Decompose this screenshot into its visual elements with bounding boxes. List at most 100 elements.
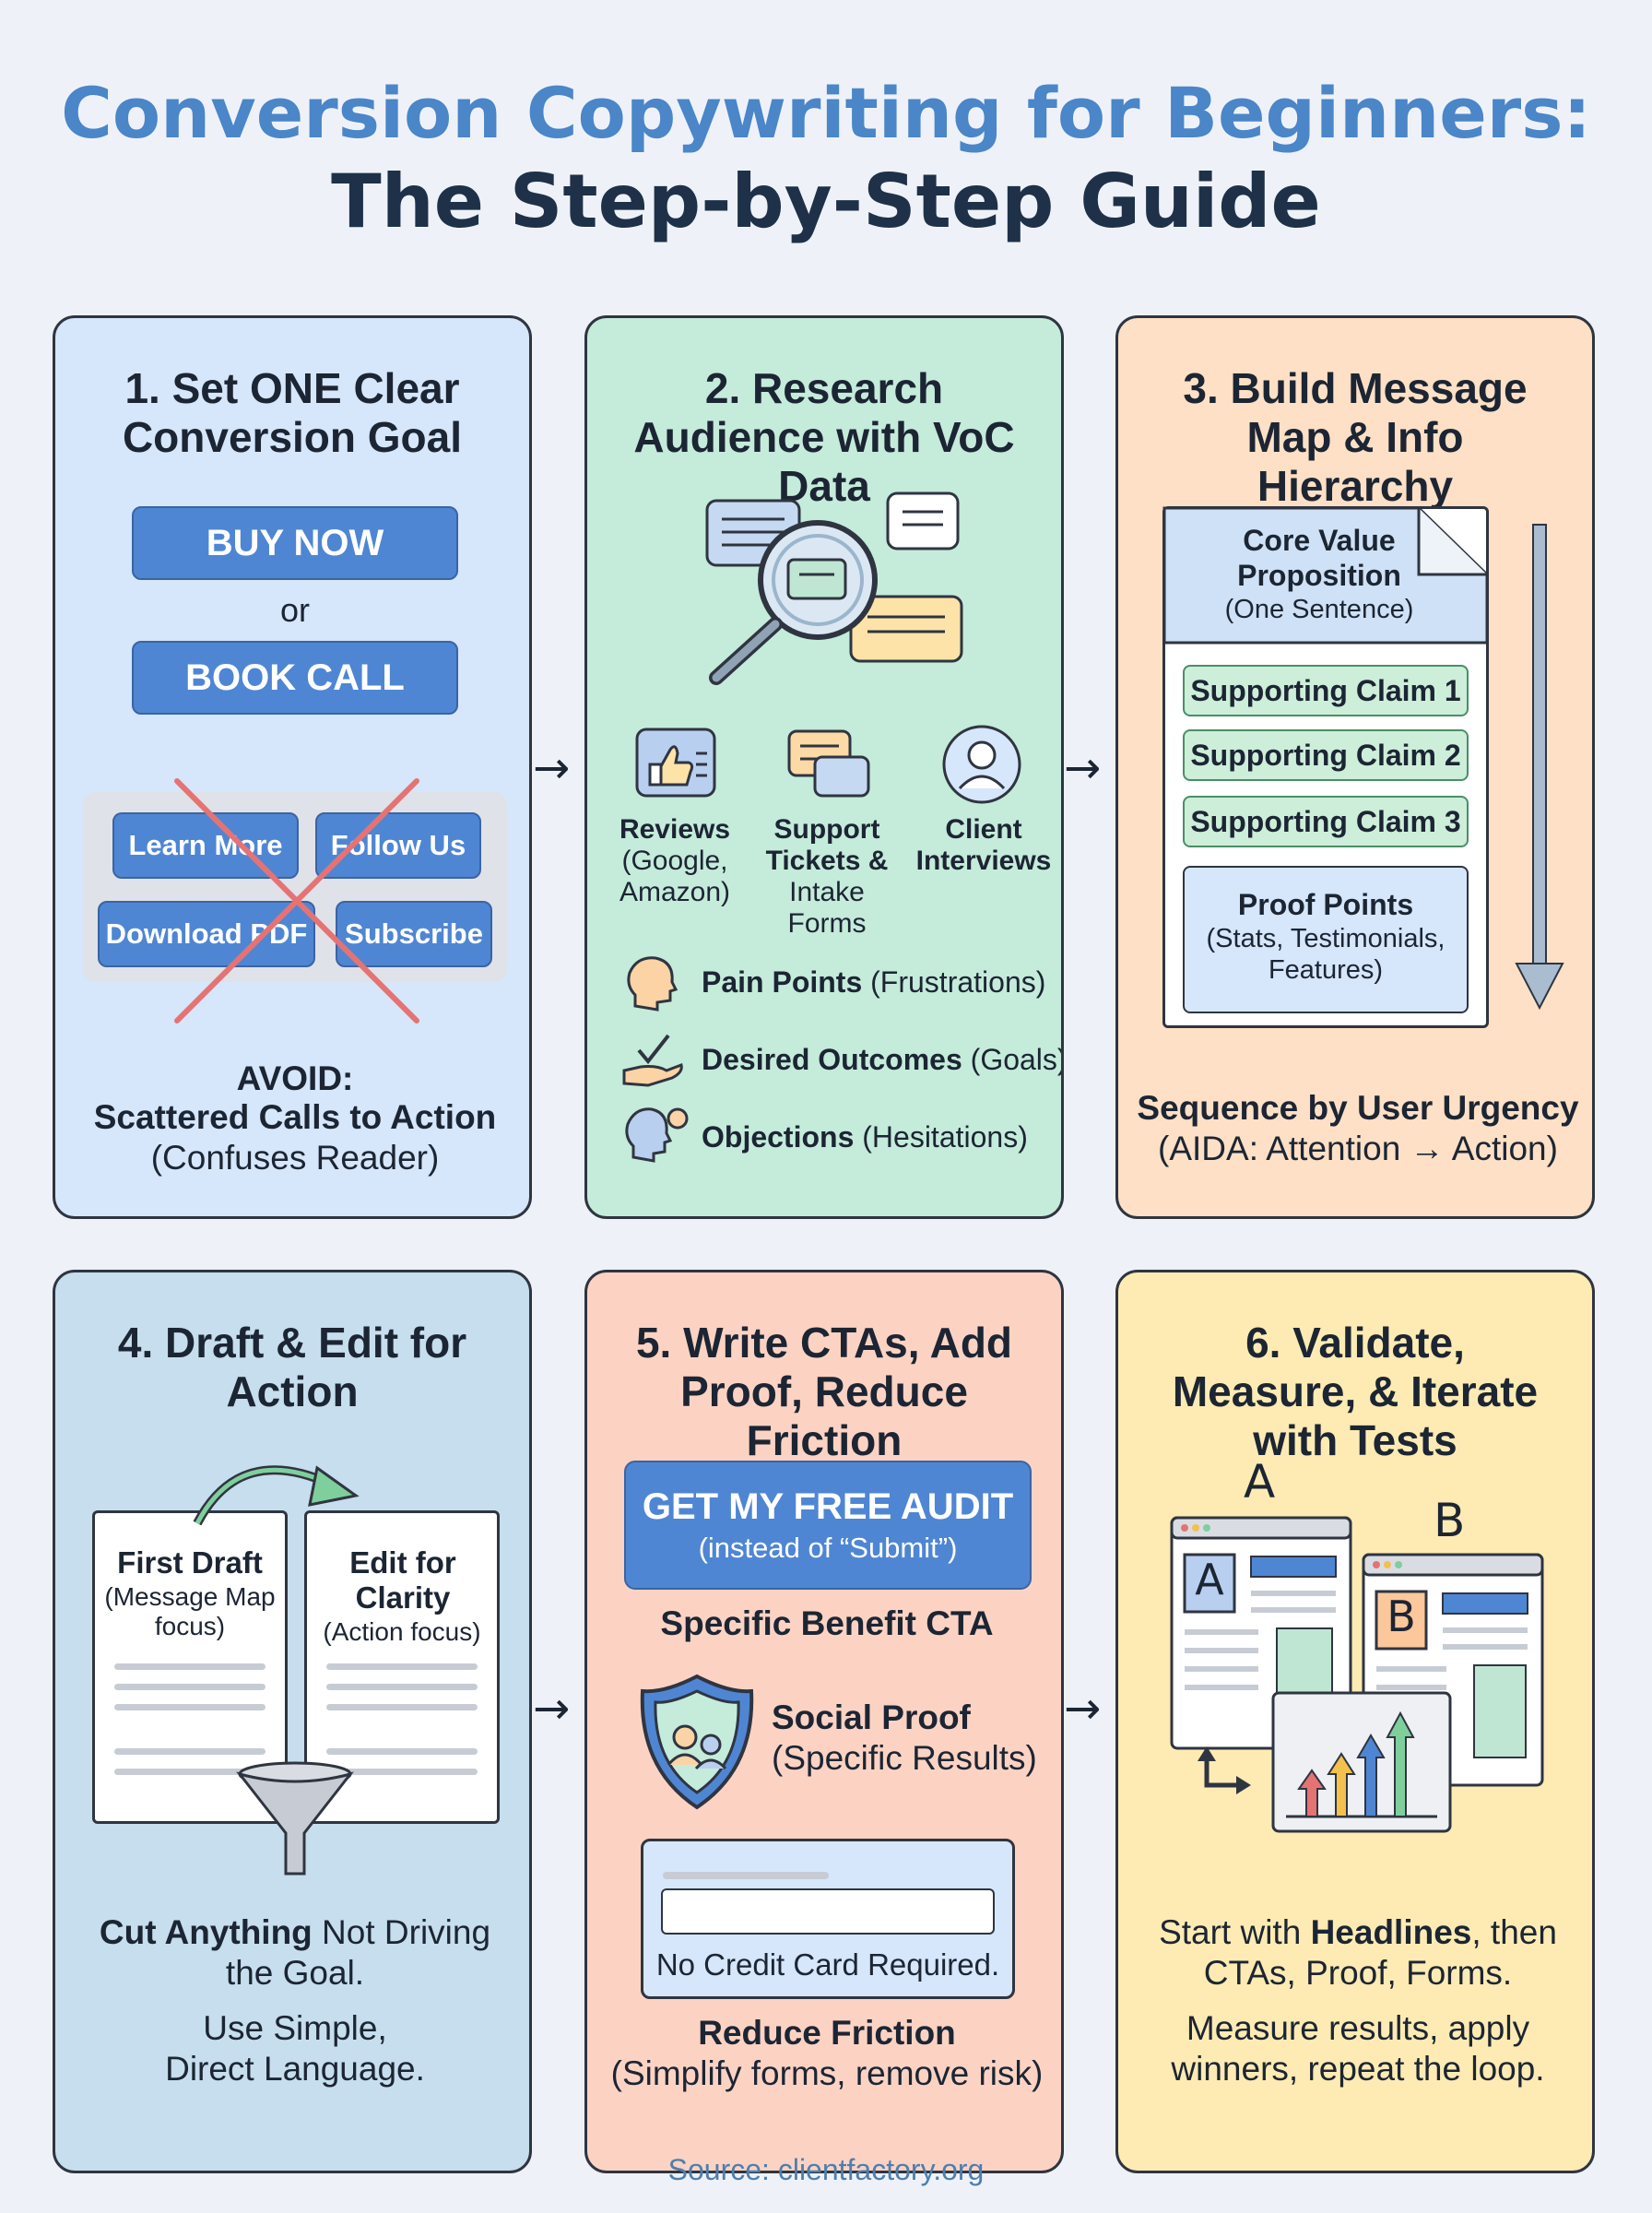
- supporting-claim-1: Supporting Claim 1: [1183, 665, 1469, 716]
- book-call-button[interactable]: BOOK CALL: [132, 641, 458, 715]
- avoid-label: AVOID:: [236, 1059, 354, 1097]
- draft-text-line: [114, 1684, 266, 1690]
- core-value-note: (One Sentence): [1224, 595, 1414, 624]
- cta-label: Specific Benefit CTA: [660, 1604, 994, 1642]
- desired-outcomes-note: (Goals): [970, 1043, 1064, 1076]
- subscribe-button[interactable]: Subscribe: [336, 901, 492, 967]
- funnel-icon: [236, 1761, 354, 1876]
- draft-text-line: [114, 1663, 266, 1670]
- sequence-label: Sequence by User Urgency: [1137, 1089, 1579, 1127]
- step-3-card: 3. Build Message Map & Info Hierarchy Co…: [1115, 315, 1595, 1219]
- start-pre: Start with: [1159, 1913, 1311, 1951]
- supporting-claim-2: Supporting Claim 2: [1183, 729, 1469, 781]
- edit-text-line: [326, 1748, 478, 1755]
- objections-item: Objections (Hesitations): [702, 1120, 1028, 1154]
- learn-more-button[interactable]: Learn More: [112, 812, 299, 879]
- ab-test-illustration: [1170, 1516, 1544, 1833]
- edit-clarity-note: (Action focus): [323, 1617, 481, 1646]
- desired-outcomes-item: Desired Outcomes (Goals): [702, 1043, 1064, 1077]
- step-5-card: 5. Write CTAs, Add Proof, Reduce Frictio…: [584, 1270, 1064, 2173]
- flow-arrow-1-2: →: [533, 742, 571, 794]
- page-title-line-2: The Step-by-Step Guide: [331, 159, 1321, 244]
- source-credit: Source: clientfactory.org: [667, 2153, 985, 2186]
- proof-points-title: Proof Points: [1237, 888, 1414, 921]
- start-bold: Headlines: [1310, 1913, 1472, 1951]
- step-6-heading: 6. Validate, Measure, & Iterate with Tes…: [1172, 1319, 1539, 1464]
- variant-b-letter: B: [1434, 1494, 1466, 1547]
- reduce-friction-title: Reduce Friction: [698, 2014, 956, 2052]
- or-label: or: [279, 591, 310, 629]
- step-5-heading: 5. Write CTAs, Add Proof, Reduce Frictio…: [635, 1319, 1013, 1464]
- source-reviews-detail: (Google, Amazon): [619, 846, 731, 907]
- reduce-friction-note: (Simplify forms, remove risk): [610, 2054, 1044, 2092]
- edit-text-line: [326, 1704, 478, 1710]
- document-header: [1162, 506, 1489, 645]
- cut-text: Cut Anything Not Driving the Goal.: [92, 1912, 498, 1994]
- avoid-note: (Confuses Reader): [150, 1139, 440, 1177]
- form-field-label: [663, 1872, 829, 1879]
- measure-text: Measure results, apply winners, repeat t…: [1171, 2009, 1545, 2088]
- cut-text-rest: Not Driving the Goal.: [225, 1913, 491, 1992]
- cut-text-bold: Cut Anything: [99, 1913, 313, 1951]
- objections-note: (Hesitations): [862, 1120, 1028, 1154]
- flow-arrow-2-3: →: [1064, 742, 1102, 794]
- social-proof-note: (Specific Results): [772, 1739, 1037, 1777]
- source-support-detail: Intake Forms: [787, 877, 867, 939]
- pain-points-item: Pain Points (Frustrations): [702, 965, 1045, 1000]
- down-arrow-icon: [1515, 524, 1564, 1011]
- sequence-note: (AIDA: Attention → Action): [1158, 1130, 1558, 1167]
- cta-note-label: (instead of “Submit”): [698, 1532, 958, 1564]
- flow-arrow-5-6: →: [1064, 1683, 1102, 1734]
- step-2-heading: 2. Research Audience with VoC Data: [633, 364, 1015, 510]
- edit-text-line: [326, 1684, 478, 1690]
- step-1-heading: 1. Set ONE Clear Conversion Goal: [122, 364, 463, 461]
- start-post: , then CTAs, Proof, Forms.: [1203, 1913, 1557, 1992]
- source-support-label: Support Tickets &: [765, 814, 889, 876]
- source-reviews-label: Reviews: [619, 814, 731, 845]
- variant-b-box-letter: B: [1386, 1592, 1416, 1641]
- step-2-card: 2. Research Audience with VoC Data: [584, 315, 1064, 1219]
- draft-text-line: [114, 1704, 266, 1710]
- flow-arrow-4-5: →: [533, 1683, 571, 1734]
- shield-icon: [640, 1674, 754, 1810]
- step-6-card: 6. Validate, Measure, & Iterate with Tes…: [1115, 1270, 1595, 2173]
- simple-language-text: Use Simple, Direct Language.: [165, 2009, 425, 2088]
- core-value-title: Core Value Proposition: [1237, 524, 1401, 592]
- no-credit-card-note: No Credit Card Required.: [655, 1947, 1000, 1982]
- supporting-claim-3: Supporting Claim 3: [1183, 796, 1469, 847]
- first-draft-note: (Message Map focus): [104, 1582, 276, 1640]
- edit-text-line: [326, 1769, 478, 1775]
- hand-check-icon: [622, 1034, 683, 1087]
- person-icon: [942, 725, 1021, 804]
- thumbs-up-icon: [635, 728, 716, 798]
- chat-bubbles-icon: [787, 729, 870, 798]
- source-interviews-label: Client Interviews: [915, 814, 1052, 876]
- step-4-card: 4. Draft & Edit for Action First Draft (…: [53, 1270, 532, 2173]
- buy-now-button[interactable]: BUY NOW: [132, 506, 458, 580]
- step-1-card: 1. Set ONE Clear Conversion Goal BUY NOW…: [53, 315, 532, 1219]
- draft-text-line: [114, 1769, 266, 1775]
- magnifier-chat-icon: [705, 491, 963, 685]
- avoid-text: Scattered Calls to Action: [93, 1098, 497, 1136]
- pain-points-note: (Frustrations): [870, 965, 1046, 999]
- edit-clarity-title: Edit for Clarity: [349, 1545, 456, 1615]
- pain-points-label: Pain Points: [702, 965, 863, 999]
- form-input-field[interactable]: [661, 1888, 995, 1935]
- variant-a-letter: A: [1244, 1455, 1276, 1509]
- objections-label: Objections: [702, 1120, 855, 1154]
- download-pdf-button[interactable]: Download PDF: [98, 901, 315, 967]
- social-proof-title: Social Proof: [772, 1698, 971, 1736]
- proof-points-box: [1183, 866, 1469, 1013]
- page-title-line-1: Conversion Copywriting for Beginners:: [61, 72, 1591, 154]
- head-icon: [627, 956, 678, 1012]
- draft-text-line: [114, 1748, 266, 1755]
- step-3-heading: 3. Build Message Map & Info Hierarchy: [1183, 364, 1528, 510]
- cross-out-icon: [174, 778, 419, 1024]
- step-4-heading: 4. Draft & Edit for Action: [117, 1319, 467, 1415]
- edit-text-line: [326, 1663, 478, 1670]
- revision-arrow-icon: [193, 1465, 360, 1526]
- get-free-audit-button[interactable]: GET MY FREE AUDIT (instead of “Submit”): [624, 1461, 1032, 1590]
- first-draft-title: First Draft: [117, 1545, 263, 1580]
- desired-outcomes-label: Desired Outcomes: [702, 1043, 962, 1076]
- variant-a-box-letter: A: [1195, 1555, 1224, 1604]
